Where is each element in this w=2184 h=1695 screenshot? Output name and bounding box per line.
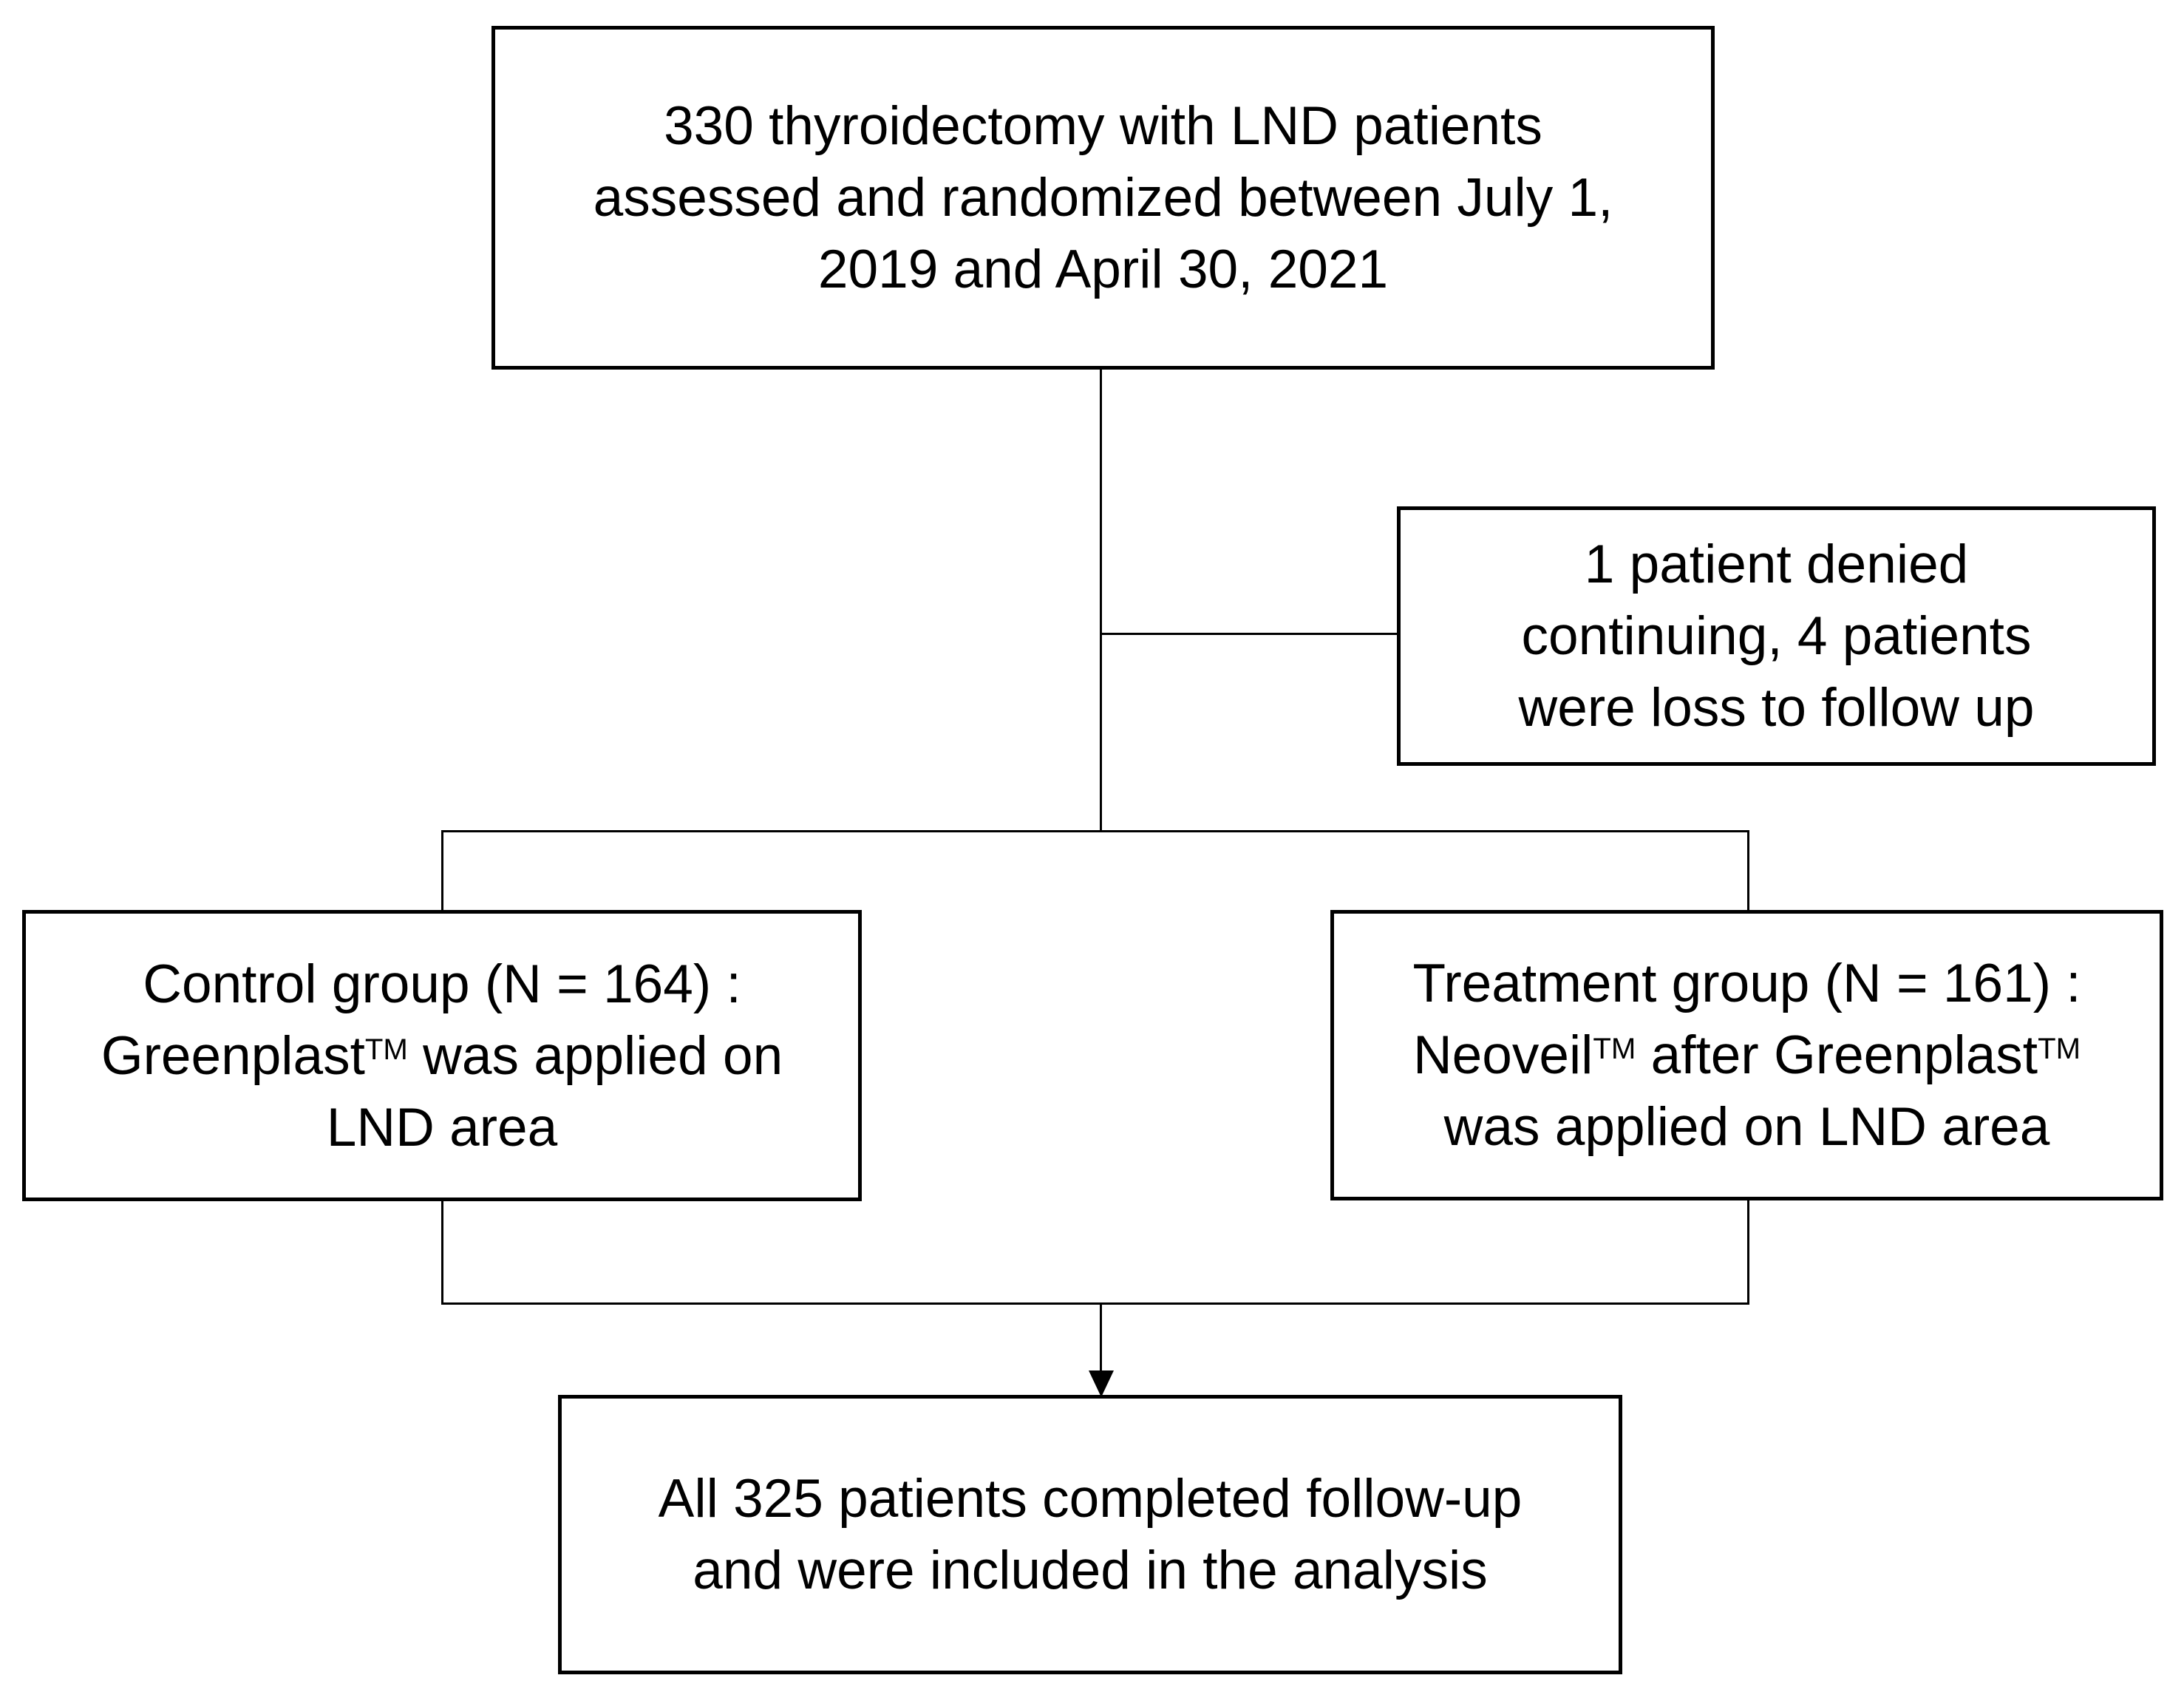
analysis-box: All 325 patients completed follow-up and … [558, 1395, 1622, 1674]
box-text-line: GreenplastTM was applied on [101, 1025, 783, 1086]
treatment-group-box: Treatment group (N = 161) : NeoveilTM aft… [1330, 910, 2163, 1200]
box-text-line: continuing, 4 patients [1521, 606, 2032, 666]
connector-exclusion-branch [1100, 633, 1397, 635]
connector-randomization-split [441, 830, 1749, 832]
box-text-line: Control group (N = 164) : [143, 954, 741, 1014]
box-text-line: 1 patient denied [1584, 534, 1969, 594]
box-text-line: LND area [326, 1097, 558, 1158]
connector-to-control-top [441, 830, 443, 913]
control-group-box: Control group (N = 164) : GreenplastTM wa… [22, 910, 862, 1201]
exclusion-box: 1 patient denied continuing, 4 patients we… [1397, 506, 2156, 766]
connector-to-treatment-top [1747, 830, 1749, 913]
connector-treatment-down [1747, 1198, 1749, 1304]
connector-converge [441, 1302, 1749, 1305]
box-text-line: All 325 patients completed follow-up [658, 1469, 1523, 1529]
connector-enrollment-down [1100, 368, 1102, 832]
box-text-line: and were included in the analysis [693, 1541, 1488, 1600]
box-text-line: Treatment group (N = 161) : [1412, 954, 2081, 1013]
box-text-line: assessed and randomized between July 1, [593, 168, 1613, 228]
box-text-line: 330 thyroidectomy with LND patients [664, 96, 1542, 156]
connector-to-analysis [1100, 1302, 1102, 1373]
box-text-line: 2019 and April 30, 2021 [817, 240, 1389, 299]
box-text-line: were loss to follow up [1518, 678, 2035, 738]
connector-control-down [441, 1198, 443, 1304]
enrollment-box: 330 thyroidectomy with LND patients asses… [491, 26, 1715, 370]
box-text-line: NeoveilTM after GreenplastTM [1412, 1025, 2081, 1085]
arrowhead-down-icon [1089, 1370, 1114, 1397]
box-text-line: was applied on LND area [1443, 1097, 2050, 1157]
